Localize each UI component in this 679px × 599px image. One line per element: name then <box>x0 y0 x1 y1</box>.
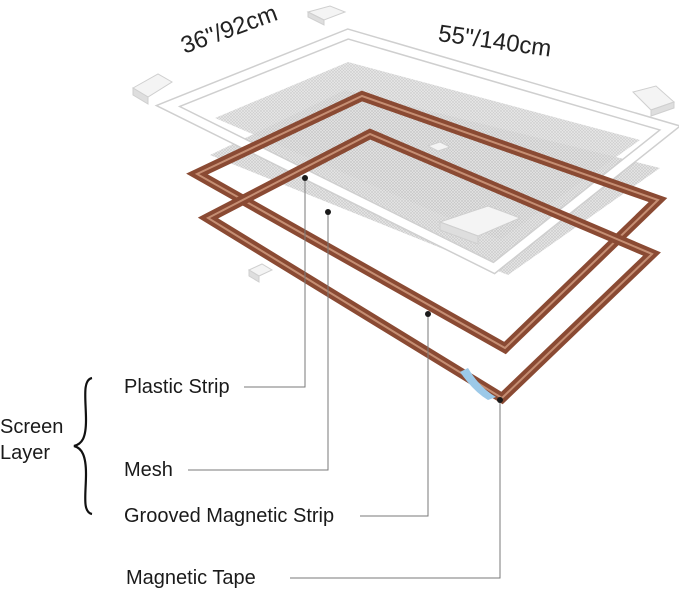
leader-dots <box>302 175 503 403</box>
screen-layer-group-label: Screen Layer <box>0 414 63 466</box>
magnetic-tape-peel <box>460 368 496 400</box>
grooved-magnetic-strip-label: Grooved Magnetic Strip <box>124 505 335 527</box>
leader-lines <box>188 178 501 579</box>
magnetic-tape-frame <box>197 128 661 405</box>
group-label-line2: Layer <box>0 442 51 464</box>
mesh-label: Mesh <box>124 459 173 481</box>
corner-connector-pieces <box>132 5 675 283</box>
plastic-strip-frame <box>154 28 679 275</box>
mesh-sheet-upper <box>215 62 640 240</box>
group-label-line1: Screen <box>0 416 64 438</box>
plastic-strip-label: Plastic Strip <box>124 376 230 398</box>
screen-layer-brace <box>73 376 93 516</box>
magnetic-tape-label: Magnetic Tape <box>126 567 256 589</box>
grooved-magnetic-strip-frame <box>186 90 668 355</box>
